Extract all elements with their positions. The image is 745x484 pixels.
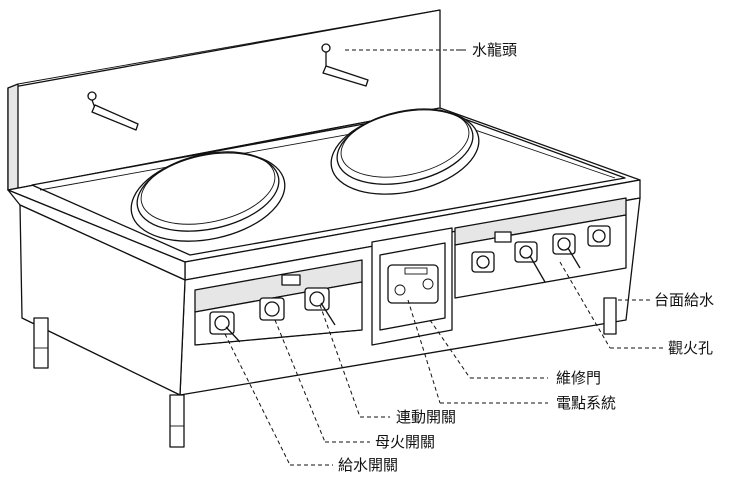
label-counter-water: 台面給水 — [654, 291, 715, 309]
label-sight-hole: 觀火孔 — [668, 339, 714, 357]
right-wok-burner — [330, 108, 480, 195]
right-knob-3 — [552, 233, 581, 269]
left-knob-water — [209, 311, 241, 343]
service-door-unit — [371, 227, 453, 346]
leader-lines — [224, 49, 664, 466]
label-water-switch: 給水開關 — [338, 456, 399, 474]
left-wok-burner — [130, 151, 286, 242]
right-knob-4 — [587, 225, 611, 247]
left-knob-pilot — [259, 297, 285, 321]
right-knob-2 — [514, 241, 546, 283]
left-faucet — [87, 91, 139, 131]
left-knob-linkage — [304, 287, 336, 326]
label-ignition-system: 電點系統 — [556, 394, 617, 412]
right-knob-1 — [471, 251, 495, 273]
label-faucet: 水龍頭 — [472, 41, 518, 59]
backsplash — [7, 9, 441, 191]
label-linkage-switch: 連動開關 — [396, 408, 457, 426]
label-service-door: 維修門 — [556, 369, 602, 387]
right-faucet — [321, 43, 369, 87]
label-pilot-switch: 母火開關 — [375, 433, 436, 451]
right-control-panel — [454, 197, 627, 299]
legs — [33, 297, 617, 448]
